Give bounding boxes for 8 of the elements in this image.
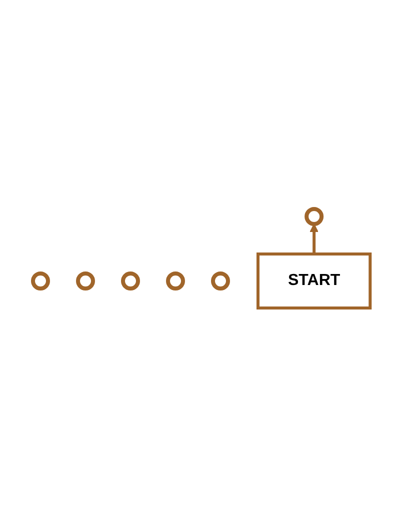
- node-circle: [305, 206, 324, 226]
- arrow: [310, 223, 319, 254]
- node-circle: [121, 271, 140, 290]
- node-box: START: [256, 252, 372, 309]
- node-circle: [76, 271, 96, 290]
- node-circle: [166, 271, 186, 290]
- node-circle: [31, 271, 50, 290]
- node-circle: [211, 271, 230, 290]
